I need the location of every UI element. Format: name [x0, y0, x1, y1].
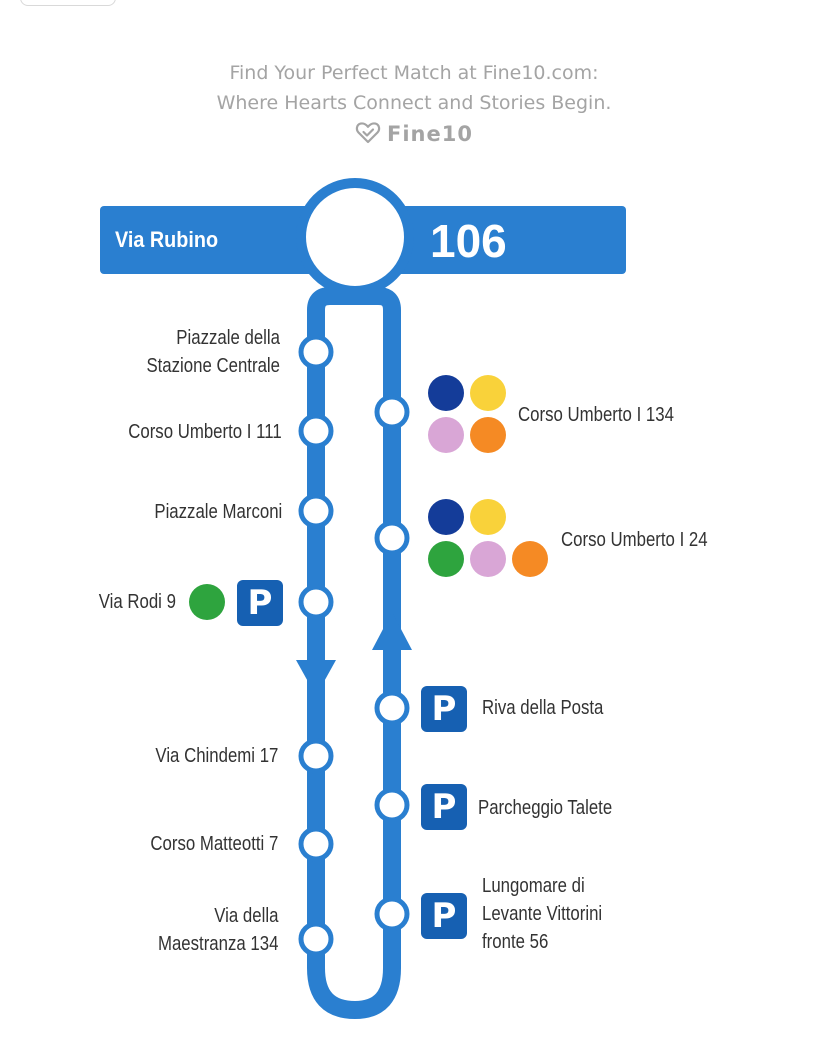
- ad-text-line1[interactable]: Find Your Perfect Match at Fine10.com:: [229, 62, 599, 84]
- stop-label-line: Maestranza 134: [157, 933, 278, 955]
- parking-icon: P: [237, 580, 283, 626]
- stop-label-riva-posta[interactable]: Riva della Posta: [482, 697, 604, 719]
- line-dot-green: [428, 541, 464, 577]
- stop-label-via-maestranza[interactable]: Via della Maestranza 134: [158, 902, 278, 958]
- stop-markers-left: [298, 334, 334, 957]
- stop-marker: [374, 896, 410, 932]
- line-dot-navy: [428, 499, 464, 535]
- parking-icon: P: [421, 686, 467, 732]
- line-dot-orange: [512, 541, 548, 577]
- stop-label-lungomare[interactable]: Lungomare di Levante Vittorini fronte 56: [482, 872, 602, 956]
- line-dot-pink: [470, 541, 506, 577]
- stop-marker: [298, 921, 334, 957]
- line-dot-navy: [428, 375, 464, 411]
- stop-label-piazzale-stazione[interactable]: Piazzale della Stazione Centrale: [146, 324, 280, 380]
- stop-label-line: Stazione Centrale: [146, 355, 280, 377]
- stop-label-corso-umberto-24[interactable]: Corso Umberto I 24: [561, 529, 708, 551]
- stop-marker: [374, 690, 410, 726]
- stop-marker: [298, 413, 334, 449]
- stop-label-corso-umberto-134[interactable]: Corso Umberto I 134: [518, 404, 674, 426]
- arrow-down-icon: [296, 660, 336, 696]
- stop-label-corso-matteotti[interactable]: Corso Matteotti 7: [150, 833, 278, 855]
- ad-text-line2[interactable]: Where Hearts Connect and Stories Begin.: [216, 92, 612, 114]
- line-dot-yellow: [470, 499, 506, 535]
- stop-markers-right: [374, 394, 410, 932]
- line-dot-orange: [470, 417, 506, 453]
- ad-brand[interactable]: Fine10: [0, 118, 828, 150]
- stop-label-line: fronte 56: [482, 931, 549, 953]
- parking-icon: P: [421, 784, 467, 830]
- ad-brand-name: Fine10: [387, 122, 473, 146]
- stop-label-via-chindemi[interactable]: Via Chindemi 17: [155, 745, 278, 767]
- stop-label-parcheggio-talete[interactable]: Parcheggio Talete: [478, 797, 613, 819]
- route-line: [307, 287, 401, 1019]
- stop-marker: [298, 334, 334, 370]
- stop-marker: [374, 787, 410, 823]
- stop-label-line: Levante Vittorini: [482, 903, 603, 925]
- stop-label-via-rodi[interactable]: Via Rodi 9: [98, 591, 176, 613]
- heart-check-icon: [355, 122, 381, 144]
- terminal-circle: [296, 178, 414, 296]
- stop-marker: [298, 738, 334, 774]
- stop-marker: [298, 826, 334, 862]
- parking-icon: P: [421, 893, 467, 939]
- stop-label-piazzale-marconi[interactable]: Piazzale Marconi: [154, 501, 282, 523]
- route-name: Via Rubino: [115, 227, 219, 252]
- stop-marker: [374, 520, 410, 556]
- line-dot-green: [189, 584, 225, 620]
- stop-marker: [298, 493, 334, 529]
- line-dot-yellow: [470, 375, 506, 411]
- line-dot-pink: [428, 417, 464, 453]
- arrow-up-icon: [372, 612, 412, 650]
- stop-label-line: Via della: [213, 905, 278, 927]
- route-number: 106: [430, 215, 507, 267]
- stop-label-corso-umberto-111[interactable]: Corso Umberto I 111: [128, 421, 282, 443]
- stop-marker: [298, 584, 334, 620]
- stop-marker: [374, 394, 410, 430]
- stop-label-line: Piazzale della: [176, 327, 280, 349]
- stop-label-line: Lungomare di: [482, 875, 585, 897]
